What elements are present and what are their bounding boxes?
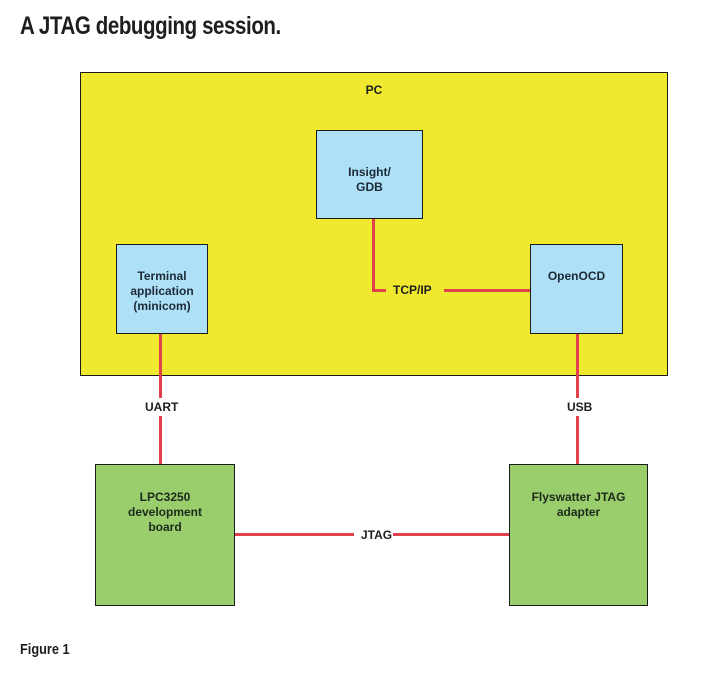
insight-to-tcpip-line-vertical — [372, 218, 375, 291]
insight-to-tcpip-line-horizontal — [372, 289, 386, 292]
lpc-to-jtag-line — [234, 533, 354, 536]
tcpip-label: TCP/IP — [393, 283, 432, 297]
openocd-node: OpenOCD — [530, 244, 623, 334]
usb-label: USB — [567, 400, 593, 414]
jtag-label: JTAG — [361, 528, 393, 542]
lpc-line3: board — [148, 520, 182, 534]
lpc3250-board-node: LPC3250 development board — [95, 464, 235, 606]
insight-gdb-node: Insight/ GDB — [316, 130, 423, 219]
terminal-line1: Terminal — [137, 269, 187, 283]
usb-to-flyswatter-line — [576, 416, 579, 464]
flyswatter-line2: adapter — [556, 505, 601, 519]
uart-to-lpc-line — [159, 416, 162, 464]
figure-title: A JTAG debugging session. — [20, 12, 281, 40]
uart-label: UART — [145, 400, 179, 414]
insight-gdb-line2: GDB — [356, 180, 383, 194]
lpc-line2: development — [127, 505, 202, 519]
terminal-to-uart-line — [159, 333, 162, 398]
terminal-line3: (minicom) — [133, 299, 191, 313]
pc-label: PC — [365, 83, 383, 97]
jtag-to-flyswatter-line — [393, 533, 509, 536]
openocd-line1: OpenOCD — [547, 269, 606, 283]
flyswatter-line1: Flyswatter JTAG — [531, 490, 626, 504]
terminal-application-node: Terminal application (minicom) — [116, 244, 208, 334]
figure-caption: Figure 1 — [20, 641, 70, 658]
lpc-line1: LPC3250 — [139, 490, 191, 504]
flyswatter-adapter-node: Flyswatter JTAG adapter — [509, 464, 648, 606]
openocd-to-usb-line — [576, 333, 579, 398]
terminal-line2: application — [130, 284, 194, 298]
tcpip-to-openocd-line — [444, 289, 530, 292]
insight-gdb-line1: Insight/ — [348, 165, 391, 179]
